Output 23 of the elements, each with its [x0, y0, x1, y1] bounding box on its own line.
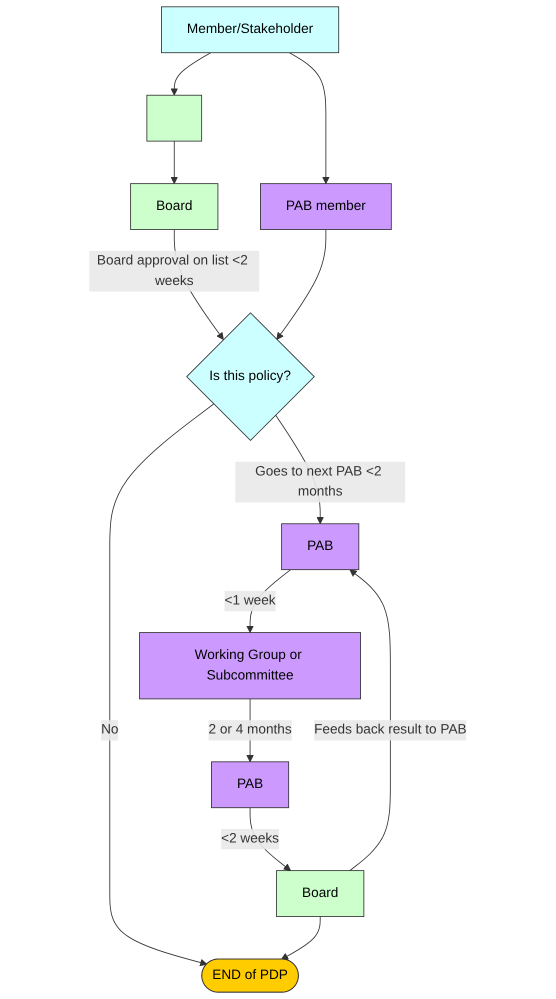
- node-box: PAB: [211, 761, 290, 808]
- edge-label: <2 weeks: [221, 832, 280, 846]
- edge-label: Goes to next PAB <2 months: [255, 464, 382, 500]
- arrow: [280, 916, 321, 960]
- node-box: Board: [130, 183, 218, 230]
- node-diamond: Is this policy?: [186, 312, 315, 442]
- node-box: PAB: [281, 523, 360, 570]
- edge-label: Board approval on list <2 weeks: [97, 253, 248, 288]
- arrow: [289, 52, 330, 184]
- node-box: Working Group or Subcommittee: [139, 632, 362, 700]
- arrow: [170, 52, 212, 96]
- edge-label: No: [101, 722, 119, 738]
- edge-label: Feeds back result to PAB: [314, 722, 467, 738]
- node-box: PAB member: [260, 183, 392, 230]
- edge-label: 2 or 4 months: [208, 722, 292, 738]
- arrow: [349, 569, 391, 872]
- arrow: [170, 140, 178, 184]
- edge-label: <1 week: [224, 593, 276, 608]
- node-box: Member/Stakeholder: [161, 6, 340, 54]
- arrow: [276, 229, 326, 340]
- arrow: [109, 404, 214, 966]
- node-box: [146, 94, 202, 142]
- node-box: Board: [276, 870, 364, 917]
